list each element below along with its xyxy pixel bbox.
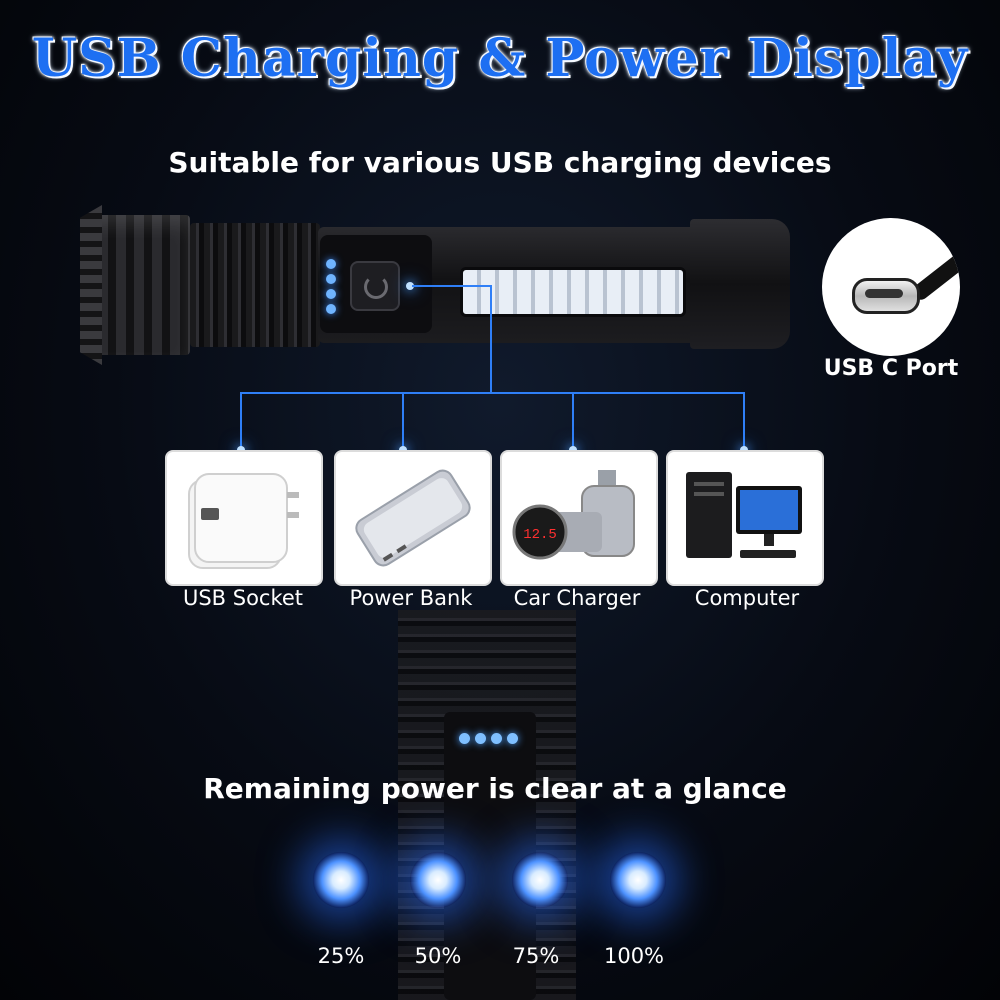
indicator-dot: [326, 274, 336, 284]
battery-level-light: [512, 852, 568, 908]
battery-level-light: [410, 852, 466, 908]
computer-icon: [666, 450, 824, 586]
level-label: 50%: [414, 944, 462, 968]
usb-port-label: USB C Port: [823, 356, 959, 381]
device-label: Computer: [694, 586, 800, 610]
indicator-dot: [507, 733, 518, 744]
usb-c-cable-icon: [822, 218, 960, 356]
connector-line: [240, 392, 242, 452]
usb-wall-adapter-icon: [165, 450, 323, 586]
connector-line: [402, 392, 404, 452]
subtitle: Suitable for various USB charging device…: [168, 146, 832, 179]
level-label: 25%: [317, 944, 365, 968]
connector-line: [572, 392, 574, 452]
battery-level-light: [610, 852, 666, 908]
indicator-dot: [326, 289, 336, 299]
power-indicator-panel: [320, 235, 432, 333]
power-indicator-panel: [444, 712, 536, 1000]
indicator-dot: [475, 733, 486, 744]
device-label: Car Charger: [513, 586, 641, 610]
svg-text:12.5: 12.5: [523, 527, 557, 543]
indicator-dot: [326, 304, 336, 314]
connector-origin-dot: [406, 282, 414, 290]
device-label: USB Socket: [182, 586, 304, 610]
connector-line: [240, 392, 745, 394]
connector-line: [412, 285, 492, 287]
level-label: 75%: [512, 944, 560, 968]
connector-line: [743, 392, 745, 452]
indicator-dot: [326, 259, 336, 269]
power-button-icon: [350, 261, 400, 311]
flashlight-image: [80, 205, 800, 365]
indicator-dot: [459, 733, 470, 744]
page-title: USB Charging & Power Display: [31, 28, 969, 89]
power-title: Remaining power is clear at a glance: [203, 772, 787, 805]
flashlight-grip: [190, 223, 320, 347]
flashlight-bezel: [80, 205, 102, 365]
indicator-dot: [491, 733, 502, 744]
battery-level-light: [313, 852, 369, 908]
flashlight-tail: [690, 219, 790, 349]
car-charger-icon: 12.5: [500, 450, 658, 586]
device-label: Power Bank: [349, 586, 473, 610]
cob-side-light: [460, 267, 686, 317]
level-label: 100%: [603, 944, 665, 968]
usb-c-plug: [852, 278, 920, 314]
connector-line: [490, 285, 492, 393]
power-bank-icon: [334, 450, 492, 586]
